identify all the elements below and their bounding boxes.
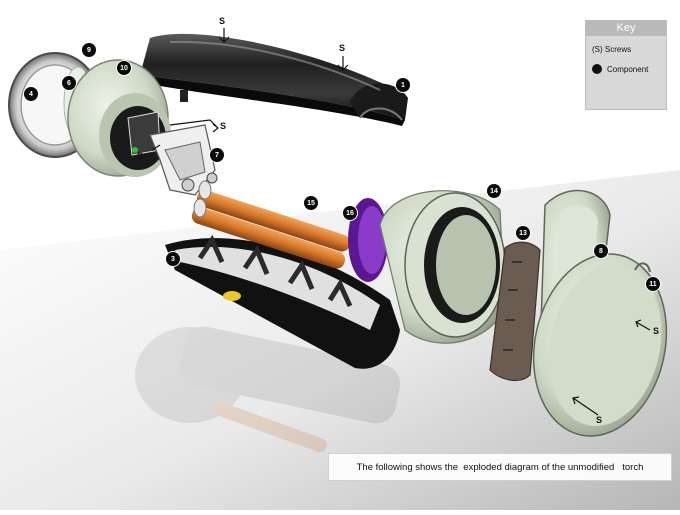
callout-16: 16 [343,206,357,220]
callout-1: 1 [396,78,410,92]
callout-6: 6 [62,76,76,90]
key-component-label: Component [607,64,649,74]
switch-bracket [149,124,218,196]
callout-7: 7 [210,148,224,162]
tail-cap [379,190,506,344]
key-screws-label: (S) Screws [592,45,632,54]
gasket [489,241,541,382]
callout-13: 13 [516,226,530,240]
callout-11: 11 [646,277,660,291]
caption-text: The following shows the exploded diagram… [356,461,644,473]
component-dot-icon [592,64,602,74]
bottom-casing [165,234,400,369]
key-component-row: Component [592,64,648,74]
purple-seal [348,198,388,282]
screw-marker-head: S [137,151,144,161]
reflector-head [67,59,171,177]
screw-marker-plate-bottom: S [596,415,603,425]
callout-14: 14 [487,184,501,198]
screw-marker-bracket: S [220,121,227,131]
screw-marker-top-left: S [219,16,226,26]
top-casing [138,33,408,126]
key-screws-row: (S) Screws [592,45,631,54]
callout-8: 8 [594,244,608,258]
key-title: Key [586,21,666,36]
screw-arrows [151,28,651,416]
callout-10: 10 [117,61,131,75]
screw-marker-top-right: S [339,43,346,53]
batteries [191,180,351,269]
callout-4: 4 [24,87,38,101]
back-plate [532,253,668,437]
key-legend: Key (S) Screws Component [585,20,667,110]
callout-15: 15 [304,196,318,210]
callout-9: 9 [82,43,96,57]
callout-3: 3 [166,252,180,266]
screw-marker-plate-right: S [653,326,660,336]
reflection [135,326,401,453]
caption-box: The following shows the exploded diagram… [328,453,672,481]
